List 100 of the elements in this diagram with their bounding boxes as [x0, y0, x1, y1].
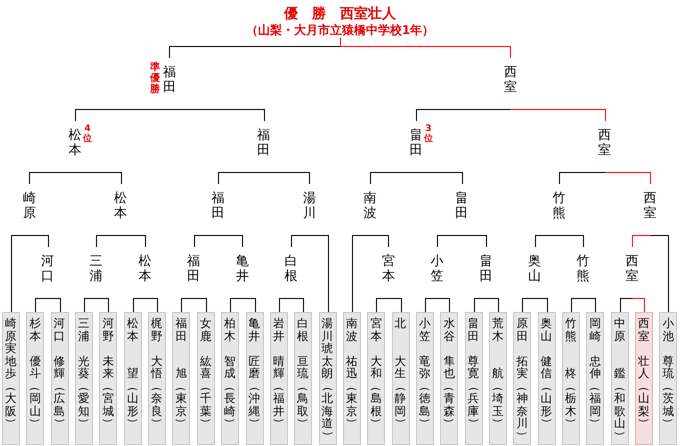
bracket-line	[145, 298, 158, 312]
player-given-name: 望	[126, 367, 139, 380]
name-label: 西室	[504, 66, 517, 95]
player-card	[416, 312, 434, 445]
bracket-line	[510, 109, 606, 122]
player-given-name: 忠伸	[589, 354, 602, 380]
bracket-line	[29, 172, 76, 184]
name-label: 福田	[257, 129, 270, 158]
school-caption: （山梨・大月市立猿橋中学校1年）	[246, 23, 434, 38]
player-given-name: 航	[492, 367, 504, 380]
bracket-line	[29, 235, 49, 248]
player-card	[124, 312, 142, 445]
name-label: 奥山	[528, 255, 541, 284]
bracket-line	[474, 298, 487, 312]
bracket-line	[370, 172, 417, 184]
player-card	[172, 312, 190, 445]
bracket-line	[121, 235, 146, 248]
name-label: 福田	[212, 192, 224, 221]
bracket-line	[194, 235, 219, 248]
bracket-line	[75, 172, 122, 184]
bracket-line	[340, 38, 511, 58]
player-given-name: 壮人	[638, 354, 650, 380]
name-label: 竹熊	[576, 255, 590, 284]
player-surname: 杉本	[29, 317, 42, 342]
player-surname: 亀井	[248, 317, 260, 342]
player-prefecture: （沖縄）	[248, 380, 260, 430]
name-label: 河口	[41, 255, 54, 284]
player-card	[196, 312, 215, 445]
bracket-line	[535, 298, 548, 312]
player-card	[513, 312, 532, 445]
player-card	[440, 312, 458, 445]
bracket-line	[559, 172, 606, 184]
bracket-line	[376, 298, 389, 312]
player-surname: 柏木	[224, 317, 236, 342]
player-surname: 河野	[102, 317, 114, 342]
player-given-name: 修輝	[54, 354, 66, 380]
bracket-line	[352, 235, 371, 312]
bracket-line	[462, 235, 487, 248]
bracket-line	[605, 172, 651, 184]
bracket-line	[388, 298, 402, 312]
player-card	[464, 312, 483, 445]
player-full-name: 崎原実地歩	[5, 317, 17, 380]
player-prefecture: （静岡）	[394, 380, 407, 430]
player-card	[50, 312, 69, 445]
name-label: 畠田	[409, 129, 422, 158]
player-given-name: 拓実	[516, 354, 528, 380]
bracket-line	[11, 235, 30, 312]
player-prefecture: （奈良）	[151, 380, 164, 430]
bracket-line	[535, 235, 560, 248]
player-prefecture: （長崎）	[224, 380, 236, 430]
name-label: 宮本	[382, 255, 395, 284]
player-prefecture: （千葉）	[200, 380, 212, 430]
player-prefecture: （栃木）	[565, 380, 578, 430]
bracket-line	[559, 235, 584, 248]
name-label: 南波	[364, 192, 377, 221]
bracket-line	[583, 298, 596, 312]
player-prefecture: （神奈川）	[516, 380, 528, 442]
bracket-line	[486, 298, 499, 312]
player-prefecture: （徳島）	[418, 380, 431, 430]
name-label: 畠田	[479, 255, 492, 284]
player-card	[99, 312, 118, 445]
player-given-name: 祐迅	[346, 354, 358, 380]
name-label: 竹熊	[552, 192, 566, 221]
player-card	[489, 312, 507, 445]
player-given-name: 鑑	[614, 367, 626, 380]
player-given-name: 未来	[102, 354, 114, 380]
name-label: 崎原	[22, 192, 36, 221]
player-card	[367, 312, 386, 445]
player-prefecture: （広島）	[54, 380, 66, 430]
player-surname: 松本	[126, 317, 139, 342]
player-given-name: 旭	[175, 367, 188, 380]
bracket-line	[437, 298, 450, 312]
bracket-line	[632, 235, 651, 248]
player-surname: 白根	[297, 317, 310, 342]
player-given-name: 大生	[394, 354, 407, 380]
player-surname: 奥山	[540, 317, 553, 342]
player-given-name: 尊寛	[468, 354, 480, 380]
bracket-line	[48, 298, 61, 312]
bracket-line	[522, 298, 536, 312]
player-given-name: 晴輝	[272, 354, 285, 380]
name-label: 西室	[644, 192, 657, 221]
player-prefecture: （東京）	[175, 380, 188, 430]
player-surname: 宮本	[370, 317, 382, 342]
player-prefecture: （福井）	[272, 380, 285, 430]
player-given-name: 尊琉	[662, 354, 674, 380]
player-surname: 北	[394, 317, 407, 330]
bracket-line	[96, 298, 109, 312]
player-card	[562, 312, 580, 445]
player-given-name: 竜弥	[418, 354, 431, 380]
player-prefecture: （茨城）	[662, 380, 674, 430]
bracket-line	[75, 109, 170, 122]
bracket-line	[242, 298, 256, 312]
player-surname: 福田	[175, 317, 188, 342]
player-card	[659, 312, 678, 445]
bracket-line	[416, 109, 511, 122]
player-surname: 西室	[638, 317, 650, 342]
player-given-name: 亘琉	[297, 354, 310, 380]
player-card	[610, 312, 629, 445]
name-label: 福田	[162, 66, 176, 95]
bracket-line	[416, 172, 463, 184]
